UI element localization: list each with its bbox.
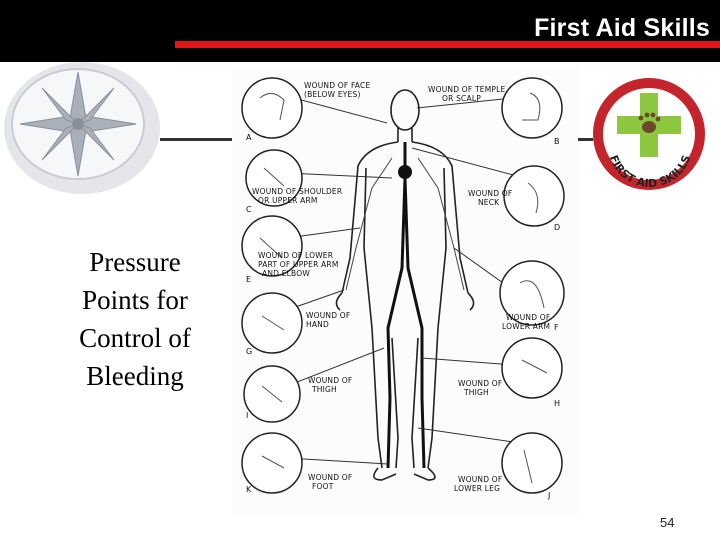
page-number: 54: [660, 515, 675, 530]
label-shoulder: WOUND OF SHOULDER: [252, 187, 342, 196]
label-temple: OR SCALP: [442, 94, 481, 103]
header-bar: [0, 0, 720, 62]
label-lower-leg: WOUND OF: [458, 475, 502, 484]
label-thigh-right: WOUND OF: [458, 379, 502, 388]
label-lower-upper-arm: WOUND OF LOWER: [258, 251, 333, 260]
diagram-letter: C: [246, 205, 252, 214]
label-lower-upper-arm: PART OF UPPER ARM: [258, 260, 339, 269]
label-lower-arm: LOWER ARM: [502, 322, 550, 331]
left-divider-line: [160, 138, 235, 141]
diagram-letter: D: [554, 223, 560, 232]
human-figure-icon: [335, 89, 475, 481]
heading-line: Pressure: [89, 247, 181, 277]
label-thigh-right: THIGH: [463, 388, 489, 397]
label-neck: NECK: [478, 198, 500, 207]
diagram-letter: E: [246, 275, 251, 284]
label-neck: WOUND OF: [468, 189, 512, 198]
label-thigh-left: WOUND OF: [308, 376, 352, 385]
slide-title: First Aid Skills: [534, 14, 710, 42]
first-aid-skills-badge-icon: FIRST AID SKILLS: [593, 78, 705, 190]
compass-rose-logo-icon: [4, 62, 160, 194]
diagram-letter: H: [554, 399, 560, 408]
diagram-letter: J: [547, 491, 550, 500]
diagram-letter: B: [554, 137, 560, 146]
heading-line: Points for: [82, 285, 188, 315]
label-foot: WOUND OF: [308, 473, 352, 482]
diagram-letter: F: [554, 323, 559, 332]
label-lower-arm: WOUND OF: [506, 313, 550, 322]
label-lower-upper-arm: AND ELBOW: [262, 269, 310, 278]
label-face: (BELOW EYES): [304, 90, 361, 99]
label-hand: HAND: [306, 320, 329, 329]
label-shoulder: OR UPPER ARM: [258, 196, 318, 205]
label-lower-leg: LOWER LEG: [454, 484, 500, 493]
label-thigh-left: THIGH: [311, 385, 337, 394]
label-temple: WOUND OF TEMPLE: [428, 85, 505, 94]
right-divider-line: [577, 138, 593, 141]
pressure-points-diagram: WOUND OF FACE (BELOW EYES) WOUND OF TEMP…: [232, 68, 578, 514]
label-foot: FOOT: [312, 482, 334, 491]
heading-line: Bleeding: [86, 361, 184, 391]
diagram-letter: K: [246, 485, 252, 494]
header-accent-line: [175, 41, 720, 48]
main-heading: Pressure Points for Control of Bleeding: [55, 243, 215, 395]
diagram-letter: A: [246, 133, 252, 142]
heading-line: Control of: [79, 323, 191, 353]
diagram-letter: I: [246, 411, 248, 420]
label-hand: WOUND OF: [306, 311, 350, 320]
diagram-letter: G: [246, 347, 252, 356]
label-face: WOUND OF FACE: [304, 81, 370, 90]
